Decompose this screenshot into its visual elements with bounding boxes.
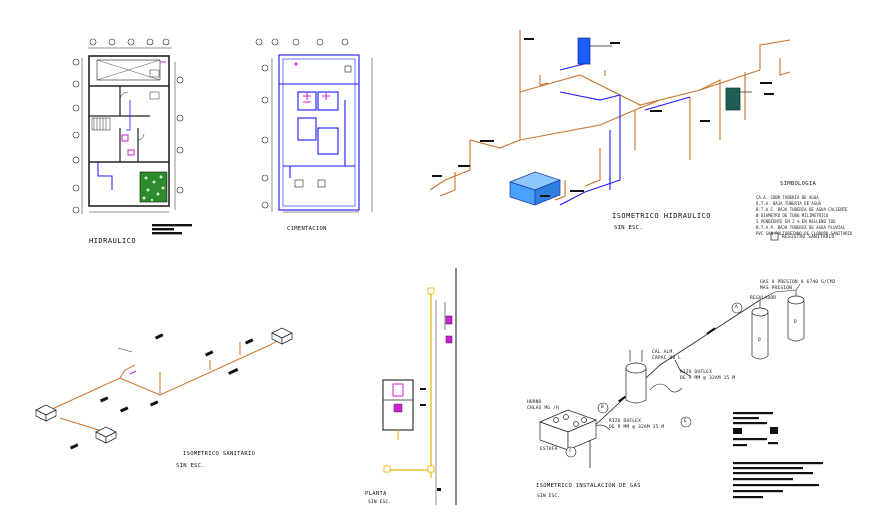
horno-label: HORNO bbox=[527, 400, 542, 405]
legend-row-5: S PENDIENTE EN 2 % EN RELLENO TOD bbox=[756, 219, 836, 224]
legend-row-6: B.T.A.P. BAJA TUBERIA DE AGUA PLUVIAL bbox=[756, 225, 846, 230]
stair bbox=[91, 117, 111, 131]
gas-presion-label: GAS A PRESION A 6740 G/CM2 bbox=[760, 280, 836, 285]
marker-d-cylinder-2: D bbox=[794, 320, 797, 325]
cal-alm-label: CAL ALM. bbox=[652, 350, 676, 355]
boiler bbox=[577, 37, 591, 65]
planta-scale: SIN ESC. bbox=[368, 500, 392, 505]
water-heater bbox=[725, 87, 741, 111]
legend-row-1: CA.A. COBR TUBERIA DE AGUA bbox=[756, 195, 819, 200]
marker-d-cylinder-1: D bbox=[758, 338, 761, 343]
gas-boiler bbox=[625, 350, 647, 404]
gas-cylinder-1 bbox=[751, 300, 769, 360]
rizo-duflex-2-label: RIZO DUFLEX bbox=[609, 419, 642, 424]
isometrico-gas-title: ISOMETRICO INSTALACION DE GAS bbox=[536, 483, 641, 489]
planta-title: PLANTA bbox=[365, 491, 387, 497]
cimentacion-title: CIMENTACION bbox=[287, 226, 327, 232]
isometrico-hidraulico-scale: SIN ESC. bbox=[614, 225, 643, 231]
marker-e: E bbox=[684, 419, 687, 424]
cimentacion-plan bbox=[255, 38, 373, 213]
fixtures bbox=[121, 61, 166, 156]
simbologia-title: SIMBOLOGIA bbox=[780, 181, 817, 187]
rizo-duflex-1-spec: DE 9 MM @ 32AM 15 M bbox=[680, 376, 736, 381]
marker-a: A bbox=[735, 305, 738, 310]
grid-bubbles-top bbox=[89, 38, 170, 46]
water-tank bbox=[508, 171, 562, 206]
isometrico-sanitario-title: ISOMETRICO SANITARIO bbox=[183, 451, 256, 457]
grid-bubbles-right bbox=[176, 76, 184, 194]
rizo-duflex-1-label: RIZO DUFLEX bbox=[680, 370, 713, 375]
mas-presion-label: MAS PRESION bbox=[760, 286, 793, 291]
isometrico-gas-scale: SIN ESC. bbox=[537, 494, 561, 499]
hidraulico-title: HIDRAULICO bbox=[89, 237, 137, 245]
marker-b: B bbox=[601, 405, 604, 410]
registro-sanitario-label: REGISTRO SANITARIO bbox=[782, 235, 835, 240]
legend-row-3: B.T.A.C. BAJA TUBERIA DE AGUA CALIENTE bbox=[756, 207, 848, 212]
estufa-label: ESTUFA bbox=[540, 447, 558, 452]
legend-symbol-box bbox=[770, 232, 779, 241]
isometrico-sanitario-scale: SIN ESC. bbox=[176, 463, 205, 469]
legend-row-4: Ø DIAMETRO DE TUBO MILIMETRICO bbox=[756, 213, 829, 218]
isometrico-hidraulico-title: ISOMETRICO HIDRAULICO bbox=[612, 212, 712, 220]
rizo-duflex-2-spec: DE 9 MM @ 32AM 15 M bbox=[609, 425, 665, 430]
grid-bubbles-left bbox=[72, 58, 80, 214]
gas-notes bbox=[733, 412, 823, 499]
isometric-gas bbox=[539, 283, 805, 468]
planta-strip bbox=[382, 268, 457, 505]
isometric-sanitary bbox=[35, 327, 293, 450]
isometric-hydraulic bbox=[429, 30, 791, 206]
legend-row-2: B.T.A. BAJA TUBERIA DE AGUA bbox=[756, 201, 822, 206]
gas-stove bbox=[539, 409, 597, 451]
horno-cap-label: CHLAS MG /H bbox=[527, 406, 560, 411]
cal-alm-cap-label: CAPAC 40 L bbox=[652, 356, 682, 361]
regulador-label: REGULADOR bbox=[750, 296, 777, 301]
marker-c: C bbox=[569, 449, 572, 454]
gas-cylinder-2 bbox=[787, 290, 805, 342]
hidraulico-plan bbox=[72, 38, 184, 214]
legend-row-7: PVC SAN POLIURETANO DE CLORURO SANITARIO bbox=[756, 231, 853, 236]
hidraulico-notes bbox=[152, 224, 192, 235]
